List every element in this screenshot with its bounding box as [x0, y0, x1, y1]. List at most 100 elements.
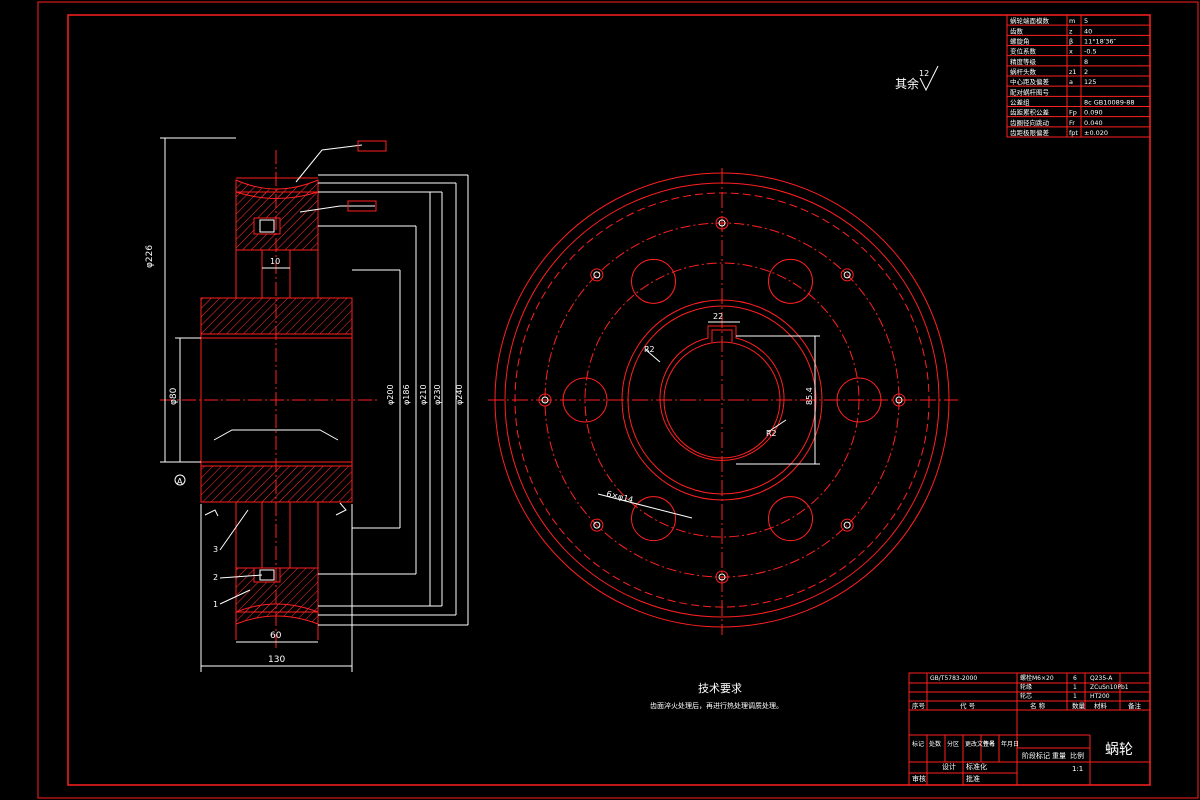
tb-part-material: Q235-A [1090, 675, 1113, 682]
tb-part-qty: 1 [1073, 684, 1077, 691]
param-symbol: m [1069, 17, 1075, 25]
param-value: -0.5 [1084, 48, 1097, 56]
lightening-hole [562, 377, 608, 423]
param-name: 蜗轮端面模数 [1010, 16, 1050, 25]
param-symbol: z [1069, 27, 1073, 35]
parameter-table: 蜗轮端面模数 m 5 齿数 z 40 螺旋角 β 11°18′36″ 变位系数 x -0.5 精度等级 8… [1006, 14, 1151, 138]
param-name: 公差组 [1010, 97, 1030, 106]
tech-title: 技术要求 [698, 682, 742, 695]
section-view [160, 150, 380, 650]
tb-sign-cell: 年月日 [1001, 740, 1019, 748]
bolt-hole-inner [718, 573, 726, 581]
dim-left-height: φ226 [145, 245, 155, 268]
param-name: 螺旋角 [1010, 36, 1030, 45]
tb-design-2: 标准化 [966, 762, 987, 771]
dim-right-1: φ186 [402, 384, 411, 405]
radius-a: R2 [644, 345, 655, 354]
tb-header-cell: 序号 [912, 701, 926, 710]
bolt-hole-inner [541, 396, 549, 404]
param-name: 蜗杆头数 [1010, 67, 1037, 76]
lightening-hole [836, 377, 882, 423]
bolt-hole [590, 518, 604, 532]
bolt-hole [840, 268, 854, 282]
dim-rim-width: 60 [270, 631, 282, 641]
tb-header-cell: 材料 [1094, 701, 1108, 710]
dim-hub-width: 130 [268, 655, 285, 665]
param-name: 配对蜗杆图号 [1010, 87, 1050, 96]
dim-key-slot: 22 [713, 312, 723, 321]
param-value: 8 [1084, 58, 1088, 66]
bolt-hole [840, 518, 854, 532]
bolt-hole [715, 216, 729, 230]
lightening-hole [631, 496, 676, 542]
param-symbol: fpt [1069, 129, 1078, 137]
tb-header-cell: 代 号 [960, 701, 976, 710]
roughness-note: 其余 12 [895, 65, 939, 92]
tb-sign-cell: 签名 [983, 740, 995, 748]
param-value: 0.090 [1084, 109, 1103, 117]
dim-key-width: 10 [270, 257, 280, 266]
dim-right-3: φ230 [433, 384, 442, 405]
tb-part-code: GB/T5783-2000 [930, 675, 977, 682]
param-name: 齿距累积公差 [1010, 108, 1050, 117]
lightening-hole [768, 496, 813, 542]
svg-text:1: 1 [213, 600, 218, 609]
bolt-hole-inner [593, 271, 601, 279]
lightening-hole [768, 258, 813, 304]
tb-header-cell: 数量 [1072, 701, 1086, 710]
roughness-value: 12 [919, 69, 929, 78]
tech-text: 齿面淬火处理后，再进行热处理调质处理。 [650, 701, 783, 710]
tb-stage-1: 重量 [1052, 752, 1066, 760]
tb-sign-cell: 更改文件号 [965, 740, 995, 748]
param-value: 5 [1084, 17, 1088, 25]
param-value: 125 [1084, 78, 1096, 86]
dim-keyway-depth: 85.4 [805, 387, 814, 405]
inner-border [67, 14, 1151, 786]
tb-part-name-cell: 轮芯 [1020, 692, 1032, 700]
tb-part-qty: 1 [1073, 693, 1077, 700]
param-name: 精度等级 [1010, 57, 1037, 66]
param-value: 11°18′36″ [1084, 37, 1117, 45]
tb-sign-cell: 分区 [947, 740, 959, 748]
tb-part-name: 蜗轮 [1105, 742, 1133, 758]
tb-stage-2: 比例 [1070, 751, 1084, 760]
param-value: ±0.020 [1084, 129, 1108, 137]
radius-b: R2 [766, 429, 777, 438]
roughness-prefix: 其余 [895, 76, 919, 91]
param-value: 2 [1084, 68, 1088, 76]
dim-bolt-circle: 6×φ14 [606, 489, 635, 504]
param-symbol: a [1069, 78, 1073, 86]
lightening-hole [631, 258, 676, 304]
param-value: 0.040 [1084, 119, 1103, 127]
param-value: 40 [1084, 27, 1092, 35]
param-symbol: x [1069, 48, 1073, 56]
front-dimensions: 22 85.4 6×φ14 R2 R2 [597, 312, 820, 519]
dim-right-2: φ210 [419, 384, 428, 405]
bolt-hole [892, 393, 906, 407]
param-name: 齿距极限偏差 [1010, 128, 1050, 137]
param-name: 齿数 [1010, 26, 1024, 35]
tb-sign-cell: 处数 [929, 740, 941, 748]
tb-check-2: 批准 [966, 774, 980, 783]
param-symbol: β [1069, 37, 1073, 45]
tb-sign-cell: 标记 [912, 740, 924, 748]
dim-right-4: φ240 [455, 384, 464, 405]
bolt-hole-inner [895, 396, 903, 404]
tb-part-material: ZCuSn10Pb1 [1090, 684, 1129, 691]
tb-part-qty: 6 [1073, 675, 1077, 682]
bolt-hole-inner [843, 521, 851, 529]
front-view [488, 168, 958, 635]
param-symbol: z1 [1069, 68, 1077, 76]
bolt-hole [715, 570, 729, 584]
tb-check-0: 审核 [912, 774, 926, 783]
tech-requirements: 技术要求 齿面淬火处理后，再进行热处理调质处理。 [650, 682, 783, 710]
tb-design-0: 设计 [942, 762, 956, 771]
datum-label: A [177, 477, 183, 486]
tb-part-material: HT200 [1090, 693, 1110, 700]
param-symbol: Fp [1069, 109, 1077, 117]
tb-stage-0: 阶段标记 [1022, 751, 1050, 760]
param-name: 齿圈径向跳动 [1010, 118, 1050, 127]
param-name: 变位系数 [1010, 47, 1037, 56]
param-value: 8c GB10089-88 [1084, 98, 1135, 106]
